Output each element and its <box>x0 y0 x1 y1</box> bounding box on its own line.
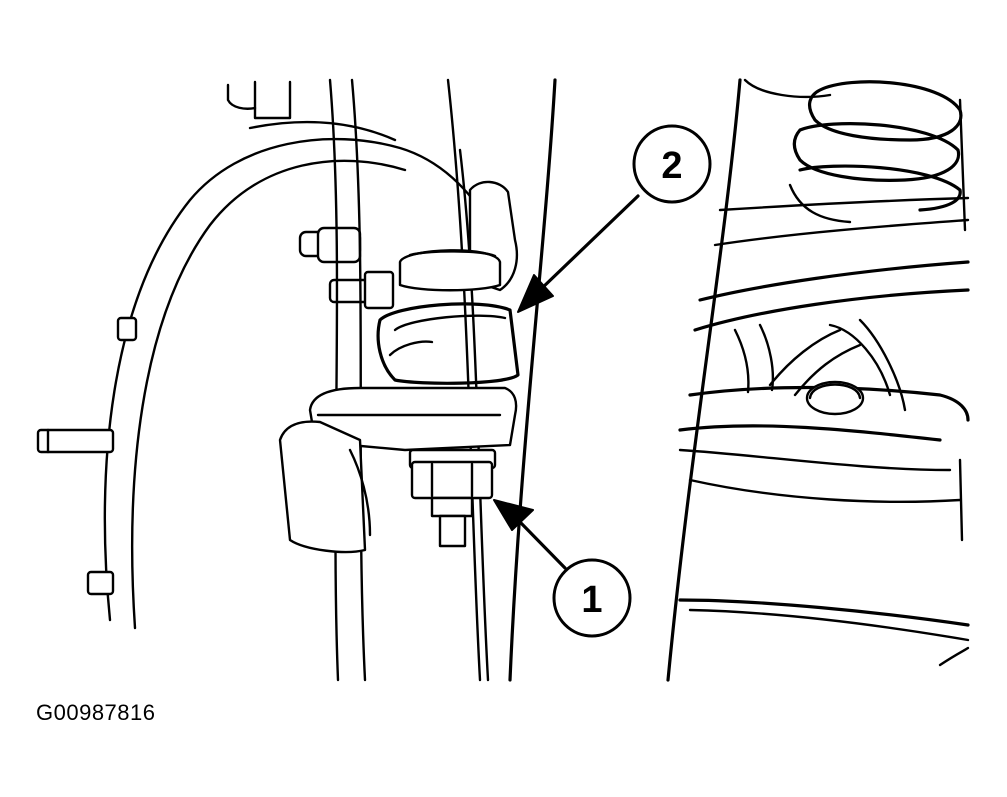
callout-2-label: 2 <box>661 145 682 187</box>
ball-joint-boot <box>376 302 520 385</box>
ball-joint-cap <box>398 249 502 292</box>
wheel-stud <box>86 570 115 596</box>
callout-1: 1 <box>493 499 632 638</box>
brake-rotor <box>103 80 492 630</box>
lower-bracket <box>278 386 518 554</box>
coil-spring <box>743 78 967 232</box>
control-arm <box>678 196 970 442</box>
wheel-stud <box>116 316 138 342</box>
wheel-stud <box>298 226 362 264</box>
mount-hole <box>805 380 865 416</box>
callout-2: 2 <box>517 124 712 313</box>
lower-arm <box>678 448 970 667</box>
wheel-stud <box>328 270 395 310</box>
lower-ball-joint-nut <box>408 448 497 548</box>
figure-id: G00987816 <box>36 700 156 725</box>
callout-1-label: 1 <box>581 579 602 621</box>
wheel-stud <box>36 428 115 454</box>
